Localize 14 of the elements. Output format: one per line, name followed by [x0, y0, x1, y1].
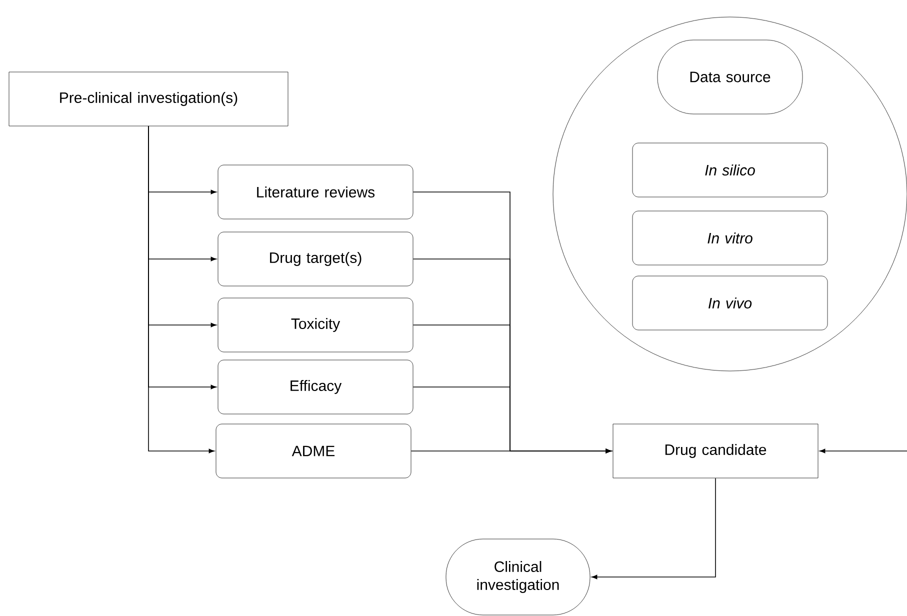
rounded-box: Literature reviews	[218, 164, 414, 220]
rounded-box: Toxicity	[218, 298, 414, 352]
arrow	[592, 478, 716, 580]
process-box: Drug candidate	[612, 424, 818, 478]
rounded-box: In vivo	[632, 276, 828, 330]
arrow	[820, 448, 907, 454]
arrow	[148, 126, 214, 454]
process-box: Pre-clinical investigation(s)	[8, 72, 288, 126]
arrow	[410, 448, 612, 454]
rounded-box: Efficacy	[218, 360, 414, 414]
rounded-box: Drug target(s)	[218, 232, 414, 286]
rounded-box: ADME	[216, 424, 412, 478]
rounded-box: In vitro	[632, 210, 828, 266]
rounded-box: In silico	[632, 142, 828, 198]
